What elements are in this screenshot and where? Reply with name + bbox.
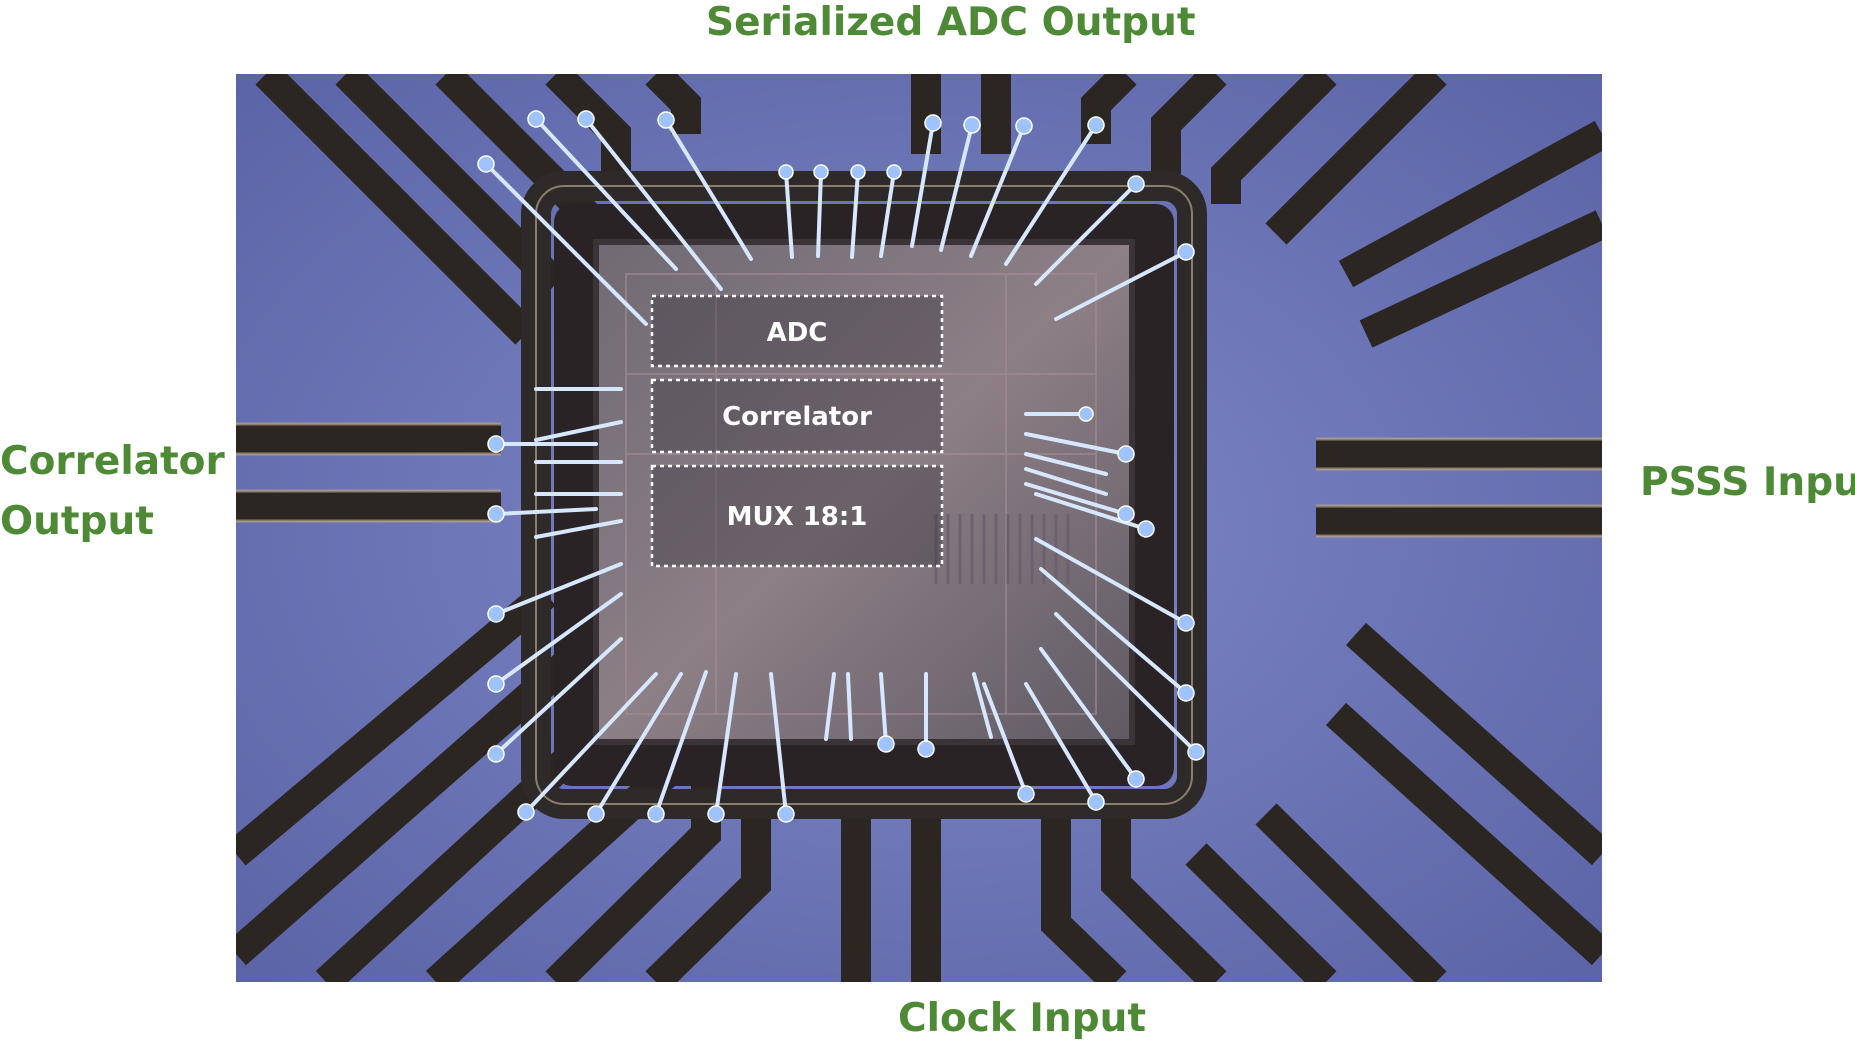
block-label-adc: ADC	[767, 318, 828, 348]
block-adc: ADC	[650, 294, 944, 368]
label-psss-input: PSSS Input	[1640, 460, 1855, 505]
label-serialized-adc-output: Serialized ADC Output	[706, 0, 1196, 45]
label-correlator-output: Correlator Output	[0, 439, 225, 544]
silicon-die	[593, 239, 1135, 745]
bond-wires	[484, 117, 1198, 816]
label-clock-input: Clock Input	[898, 996, 1147, 1041]
chip-micrograph: ADC Correlator MUX 18:1	[236, 74, 1602, 982]
block-mux: MUX 18:1	[650, 464, 944, 568]
block-label-correlator: Correlator	[722, 402, 872, 432]
block-correlator: Correlator	[650, 378, 944, 454]
block-label-mux: MUX 18:1	[727, 502, 868, 532]
